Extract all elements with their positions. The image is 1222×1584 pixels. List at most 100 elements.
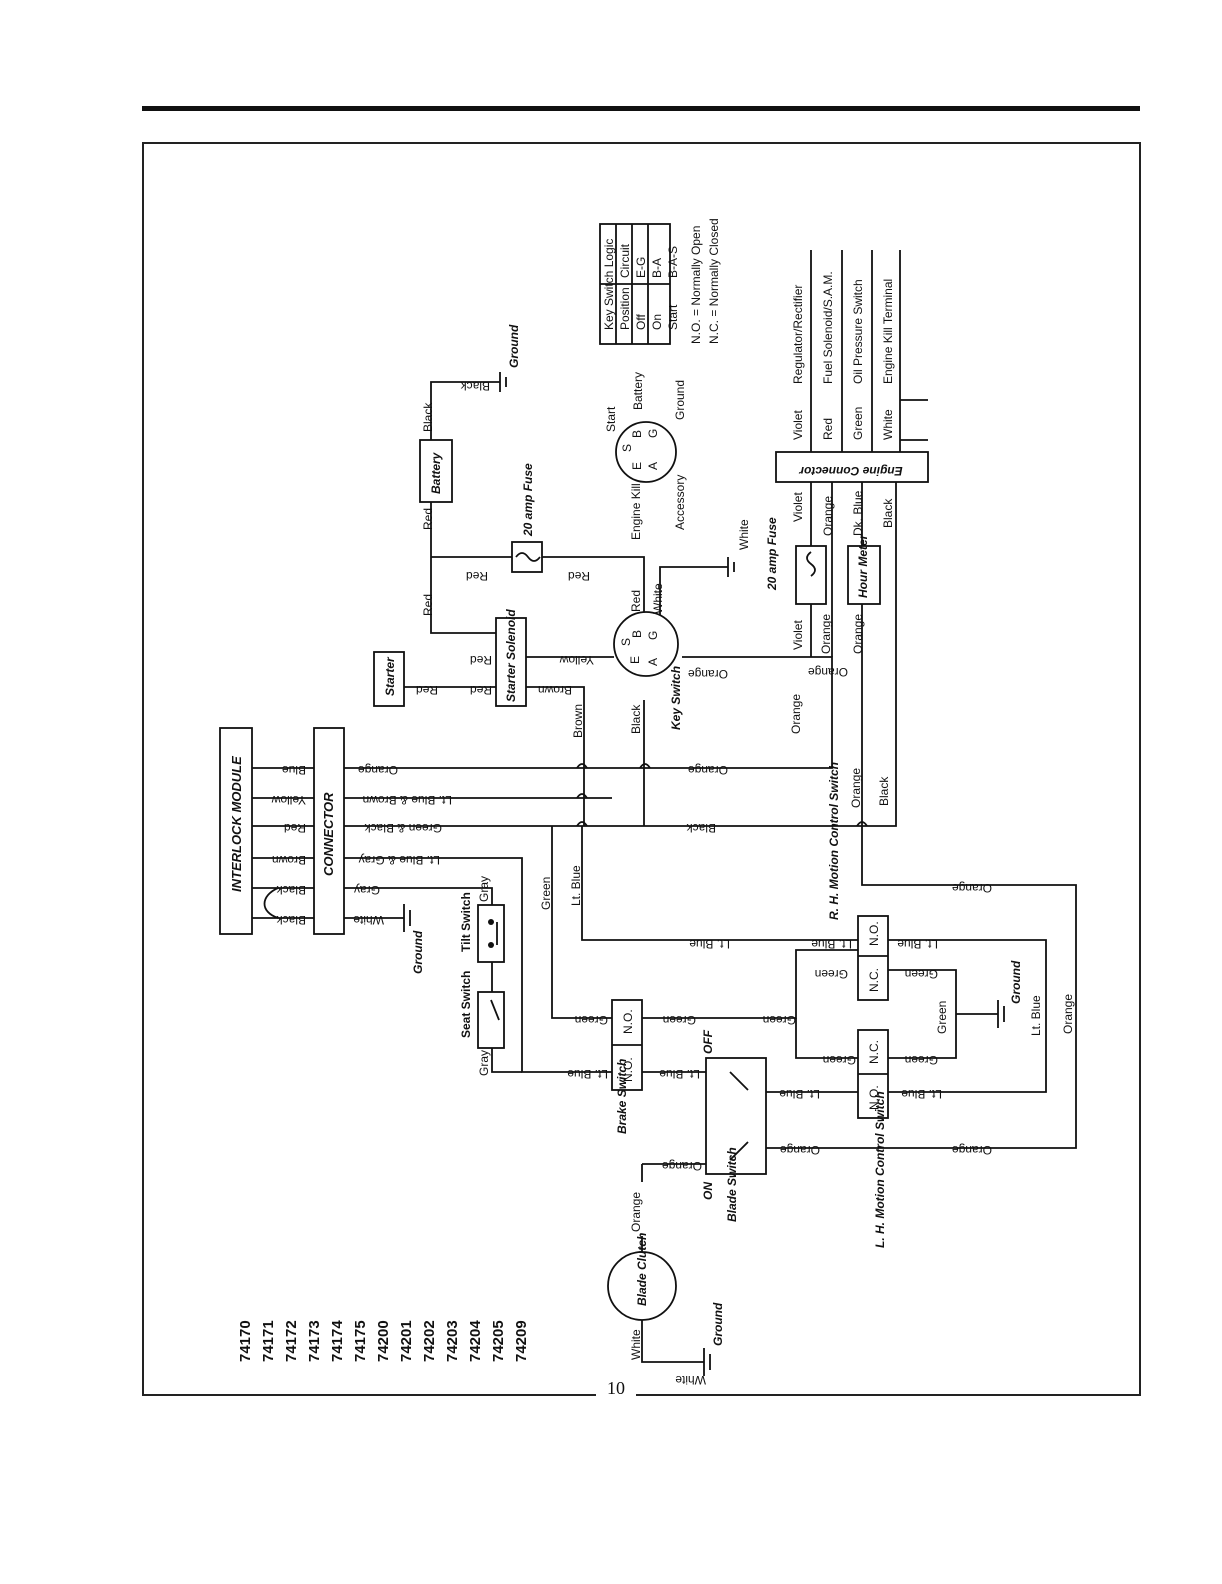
main-fuse-label: 20 amp Fuse	[521, 463, 535, 537]
hour-meter: Hour Meter	[847, 533, 881, 605]
seat-switch-label: Seat Switch	[459, 971, 473, 1038]
starter-solenoid-label: Starter Solenoid	[504, 609, 518, 702]
logic-title: Key Switch Logic	[602, 239, 616, 330]
model-number: 74171	[260, 1320, 277, 1362]
wire-label-green: Green	[539, 877, 553, 910]
interlock-wire-label: Black	[276, 913, 306, 927]
page-number: 10	[596, 1378, 636, 1399]
blade-switch: OFF ON Blade Switch	[701, 1029, 767, 1222]
interlock-module: INTERLOCK MODULE	[219, 727, 253, 935]
tilt-switch-gray-label: Gray	[477, 876, 491, 902]
brake-no-bottom: N.O.	[621, 1057, 635, 1082]
blade-on-label: ON	[701, 1182, 715, 1200]
key-pin-e: E	[628, 656, 642, 664]
wire-label-violet: Violet	[791, 492, 805, 522]
logic-row-circuit: E-G	[634, 257, 648, 278]
brake-no-top: N.O.	[621, 1009, 635, 1034]
connector: CONNECTOR	[313, 727, 345, 935]
wire-label-white: White	[651, 583, 665, 614]
wire-label-white: White	[675, 1373, 706, 1387]
connector-wire-label: Gray	[354, 883, 380, 897]
model-number: 74173	[306, 1320, 323, 1362]
wire-label-lt-blue: Lt. Blue	[567, 1067, 608, 1081]
model-number: 74200	[375, 1320, 392, 1362]
diagram-frame	[142, 142, 1141, 1396]
model-number: 74175	[352, 1320, 369, 1362]
logic-note-no: N.O. = Normally Open	[689, 226, 703, 344]
model-number: 74203	[444, 1320, 461, 1362]
ground-label-key: White	[737, 519, 751, 550]
wire-label-lt-blue: Lt. Blue	[659, 1067, 700, 1081]
blade-clutch: Blade Clutch	[607, 1233, 677, 1321]
connector-wire-label: White	[353, 913, 384, 927]
wire-label-orange: Orange	[688, 763, 728, 777]
engine-fuse: 20 amp Fuse	[765, 517, 827, 605]
model-number: 74172	[283, 1320, 300, 1362]
logic-row-circuit: B-A	[650, 258, 664, 278]
wire-label-lt-blue: Lt. Blue	[1029, 995, 1043, 1036]
wire-label-orange: Orange	[849, 768, 863, 808]
model-number: 74209	[513, 1320, 530, 1362]
engine-terminal-wire: Green	[851, 407, 865, 440]
key-switch-logic-table: Key Switch Logic Position Circuit Off E-…	[599, 218, 721, 345]
wire-label-black: Black	[629, 704, 643, 734]
engine-terminal-wire: Red	[821, 418, 835, 440]
wire-label-orange: Orange	[688, 667, 728, 681]
wire-label-orange: Orange	[952, 1143, 992, 1157]
connector-wire-label: Green & Black	[364, 821, 442, 835]
pin-label-ground: Ground	[673, 380, 687, 420]
engine-terminal-name: Oil Pressure Switch	[851, 279, 865, 384]
blade-clutch-label: Blade Clutch	[635, 1233, 649, 1306]
logic-row-position: On	[650, 314, 664, 330]
lh-motion-switch: N.C. N.O. L. H. Motion Control Switch	[857, 1029, 889, 1248]
ground-label-top: Ground	[507, 324, 521, 368]
wire-label-red: Red	[466, 569, 488, 583]
wire-label-green: Green	[663, 1013, 696, 1027]
wire-label-lt-blue: Lt. Blue	[897, 937, 938, 951]
ground-label-clutch: Ground	[711, 1302, 725, 1346]
wire-label-violet: Violet	[791, 620, 805, 650]
wire-label-black: Black	[421, 402, 435, 432]
battery: Battery	[419, 439, 453, 503]
engine-connector-label: Engine Connector	[798, 464, 903, 478]
logic-note-nc: N.C. = Normally Closed	[707, 218, 721, 344]
interlock-wire-label: Yellow	[271, 793, 306, 807]
model-number: 74170	[237, 1320, 254, 1362]
interlock-module-label: INTERLOCK MODULE	[229, 756, 244, 892]
key-switch-pinout: S B E G A Start Battery Ground Engine Ki…	[604, 372, 687, 540]
wire-label-orange: Orange	[629, 1192, 643, 1232]
brake-switch: N.O. N.O. Brake Switch	[611, 999, 643, 1134]
wire-label-orange: Orange	[819, 614, 833, 654]
rh-motion-label: R. H. Motion Control Switch	[827, 762, 841, 920]
lh-nc-label: N.C.	[867, 1040, 881, 1064]
ground-label-interlock: Ground	[411, 930, 425, 974]
wire-label-orange: Orange	[952, 881, 992, 895]
engine-fuse-label: 20 amp Fuse	[765, 517, 779, 591]
engine-terminal-name: Fuel Solenoid/S.A.M.	[821, 271, 835, 384]
pin-label-engine-kill: Engine Kill	[629, 483, 643, 540]
key-switch: E A S B G Key Switch	[613, 611, 683, 730]
logic-row-circuit: B-A-S	[666, 246, 680, 278]
key-switch-label: Key Switch	[669, 666, 683, 730]
battery-label: Battery	[429, 451, 443, 494]
model-number: 74174	[329, 1320, 346, 1362]
pinout-s: S	[620, 444, 634, 452]
wire-label-red: Red	[470, 683, 492, 697]
pin-label-accessory: Accessory	[673, 475, 687, 530]
wire-label-orange: Orange	[851, 614, 865, 654]
pin-label-start: Start	[604, 406, 618, 432]
key-pin-a: A	[646, 658, 660, 666]
connector-wire-label: Lt. Blue & Gray	[359, 853, 440, 867]
model-number: 74201	[398, 1320, 415, 1362]
wiring-diagram: 74170 74171 74172 74173 74174 74175 7420…	[219, 218, 1077, 1387]
engine-terminal-name: Regulator/Rectifier	[791, 285, 805, 384]
wire-label-red: Red	[568, 569, 590, 583]
key-pin-s: S	[619, 638, 633, 646]
wire-label-green: Green	[815, 967, 848, 981]
wire-label-orange: Orange	[821, 496, 835, 536]
wire-label-black: Black	[877, 776, 891, 806]
rh-motion-switch: N.O. N.C. R. H. Motion Control Switch	[827, 762, 889, 1001]
logic-row-position: Start	[666, 304, 680, 330]
wire-label-black: Black	[686, 821, 716, 835]
logic-row-position: Off	[634, 314, 648, 330]
